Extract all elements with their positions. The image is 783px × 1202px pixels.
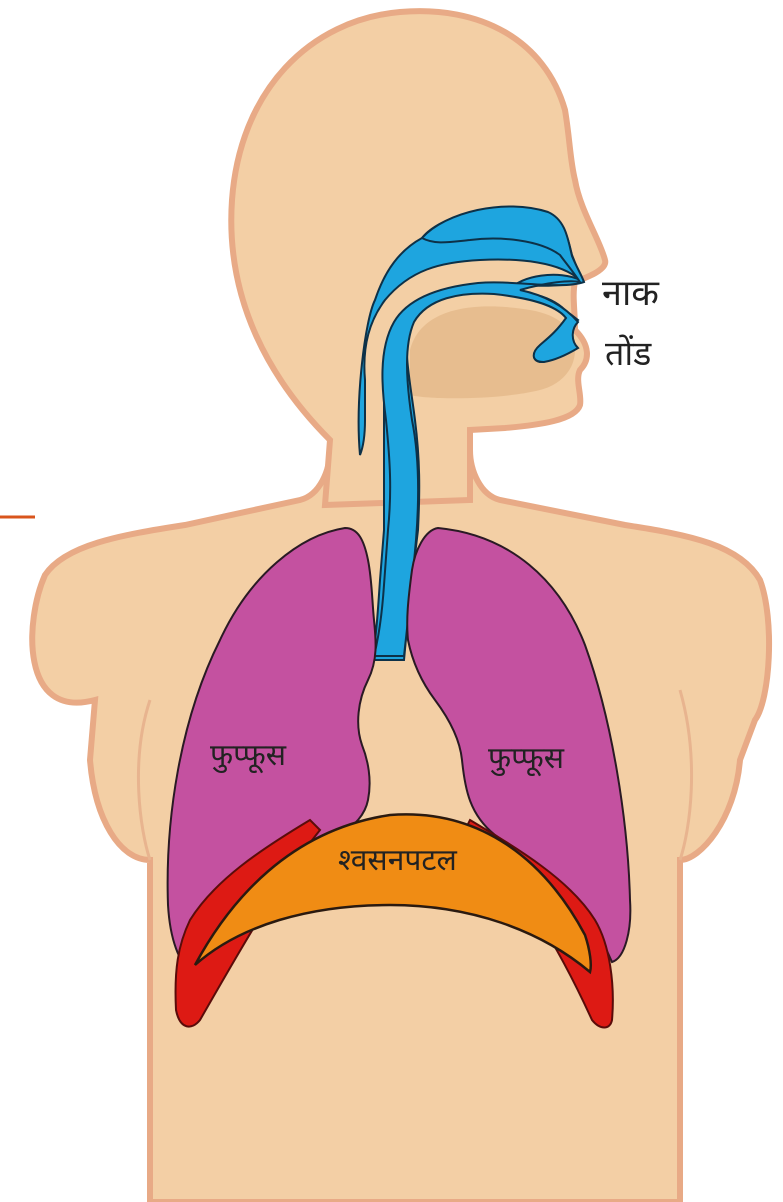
label-nose: नाक — [602, 273, 660, 314]
label-mouth: तोंड — [605, 334, 652, 374]
label-left-lung: फुप्फूस — [210, 738, 287, 774]
label-diaphragm: श्वसनपटल — [338, 843, 458, 878]
label-right-lung: फुप्फूस — [488, 741, 565, 777]
